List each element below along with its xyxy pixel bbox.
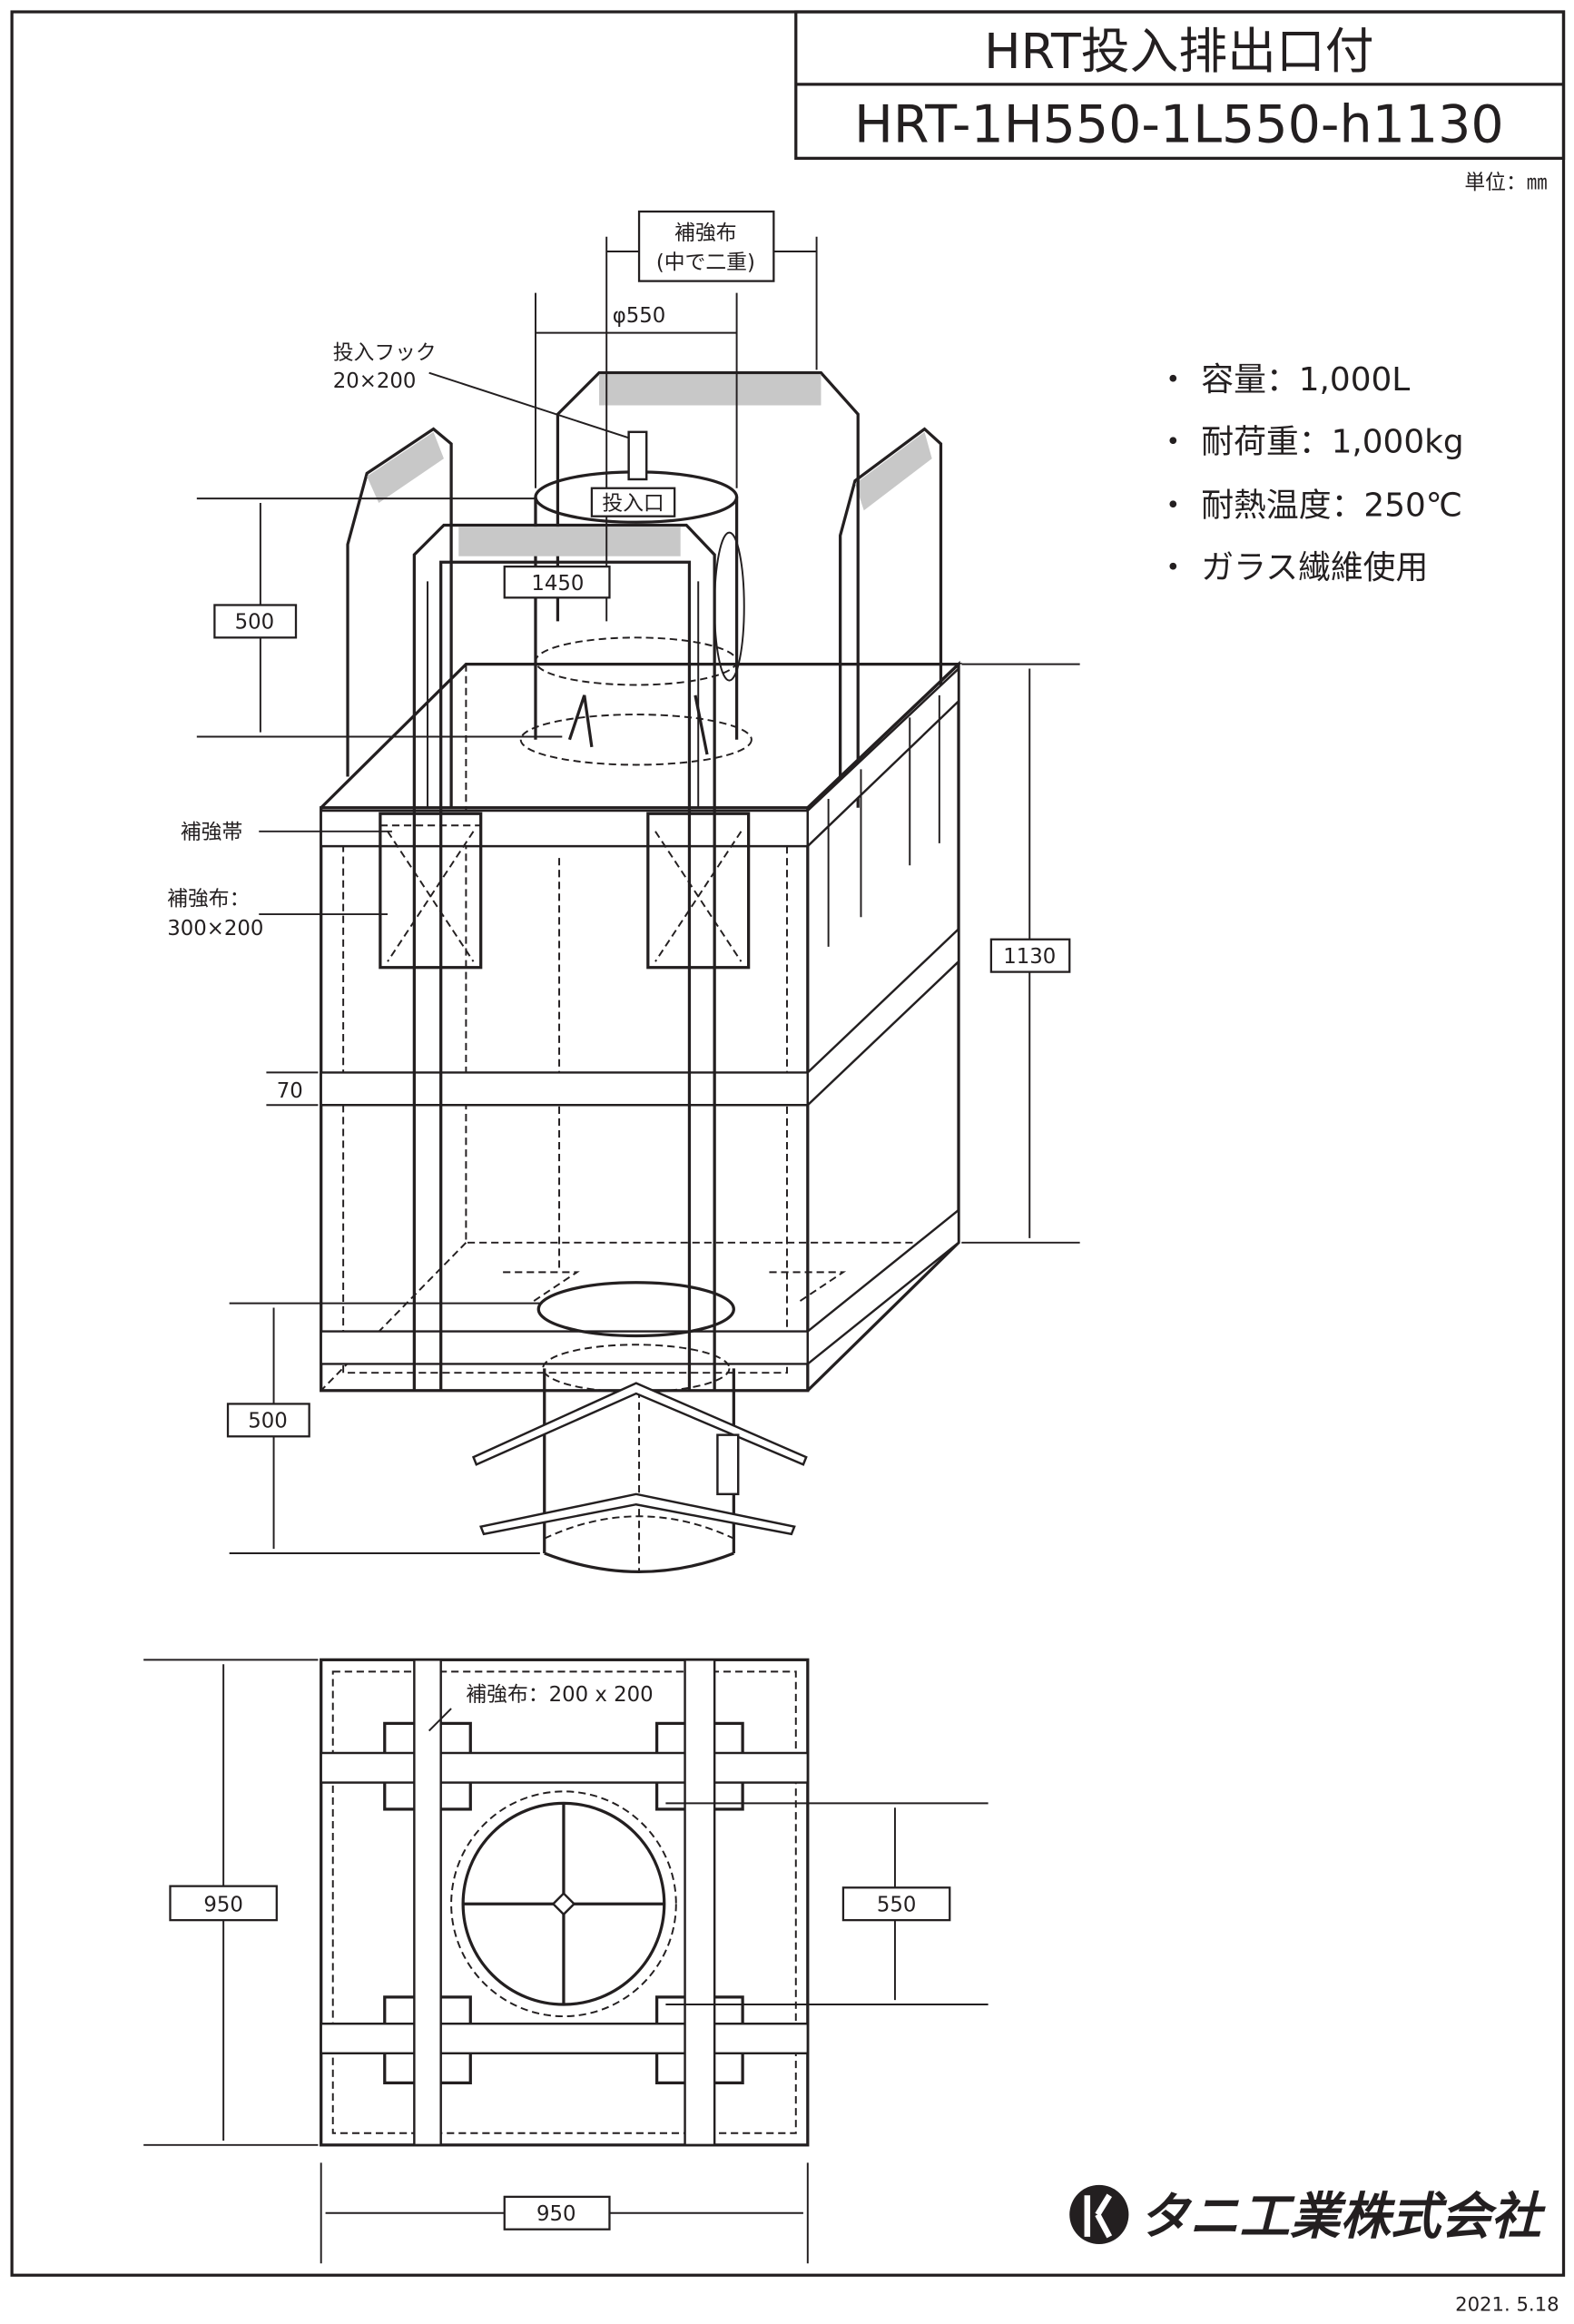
unit-label: 単位：㎜ xyxy=(1464,172,1547,195)
svg-text:20×200: 20×200 xyxy=(333,369,417,393)
spec-load: 耐荷重：1,000kg xyxy=(1201,424,1463,461)
reinforce-plan-label: 補強布：200 x 200 xyxy=(466,1683,653,1707)
bottom-height-label: 500 xyxy=(248,1410,288,1433)
spec-heat: 耐熱温度：250℃ xyxy=(1201,487,1462,525)
svg-text:(中で二重): (中で二重) xyxy=(656,251,755,275)
bag-isometric-view xyxy=(320,371,963,1573)
svg-text:・: ・ xyxy=(1156,487,1189,525)
bag-plan-view: 補強布：200 x 200 950 550 950 xyxy=(143,1658,989,2264)
loop-width-label: 1450 xyxy=(531,572,584,596)
product-name: HRT投入排出口付 xyxy=(984,23,1373,80)
plan-width-label: 950 xyxy=(536,2202,576,2226)
hook-label: 投入フック xyxy=(333,341,437,365)
spec-list: ・容量：1,000L ・耐荷重：1,000kg ・耐熱温度：250℃ ・ガラス繊… xyxy=(1156,361,1463,586)
inlet-diameter-label: φ550 xyxy=(613,304,666,328)
title-block: HRT投入排出口付 HRT-1H550-1L550-h1130 単位：㎜ xyxy=(794,10,1566,195)
spec-capacity: 容量：1,000L xyxy=(1201,361,1410,399)
band-width-label: 70 xyxy=(277,1079,303,1103)
reinforce-top-label: 補強布 xyxy=(674,222,736,245)
model-number: HRT-1H550-1L550-h1130 xyxy=(854,94,1504,154)
svg-text:・: ・ xyxy=(1156,549,1189,586)
company-logo: タニ工業株式会社 xyxy=(1069,2184,1547,2247)
spec-material: ガラス繊維使用 xyxy=(1201,549,1428,586)
dimensions-isometric: 補強布 (中で二重) φ550 投入フック 20×200 投入口 1450 50… xyxy=(167,210,1080,1554)
sheet-border xyxy=(10,10,1566,2277)
company-name: タニ工業株式会社 xyxy=(1139,2189,1547,2247)
svg-text:・: ・ xyxy=(1156,424,1189,461)
svg-text:・: ・ xyxy=(1156,361,1189,399)
outlet-diameter-label: 550 xyxy=(877,1893,917,1916)
body-height-label: 1130 xyxy=(1003,945,1056,969)
svg-text:300×200: 300×200 xyxy=(167,917,263,940)
inlet-label: 投入口 xyxy=(602,492,664,516)
top-height-label: 500 xyxy=(235,611,275,635)
belt-label: 補強帯 xyxy=(181,821,242,844)
revision-date: 2021. 5.18 xyxy=(1455,2292,1559,2315)
plan-depth-label: 950 xyxy=(203,1893,243,1916)
reinforce-side-label: 補強布： xyxy=(167,887,250,911)
